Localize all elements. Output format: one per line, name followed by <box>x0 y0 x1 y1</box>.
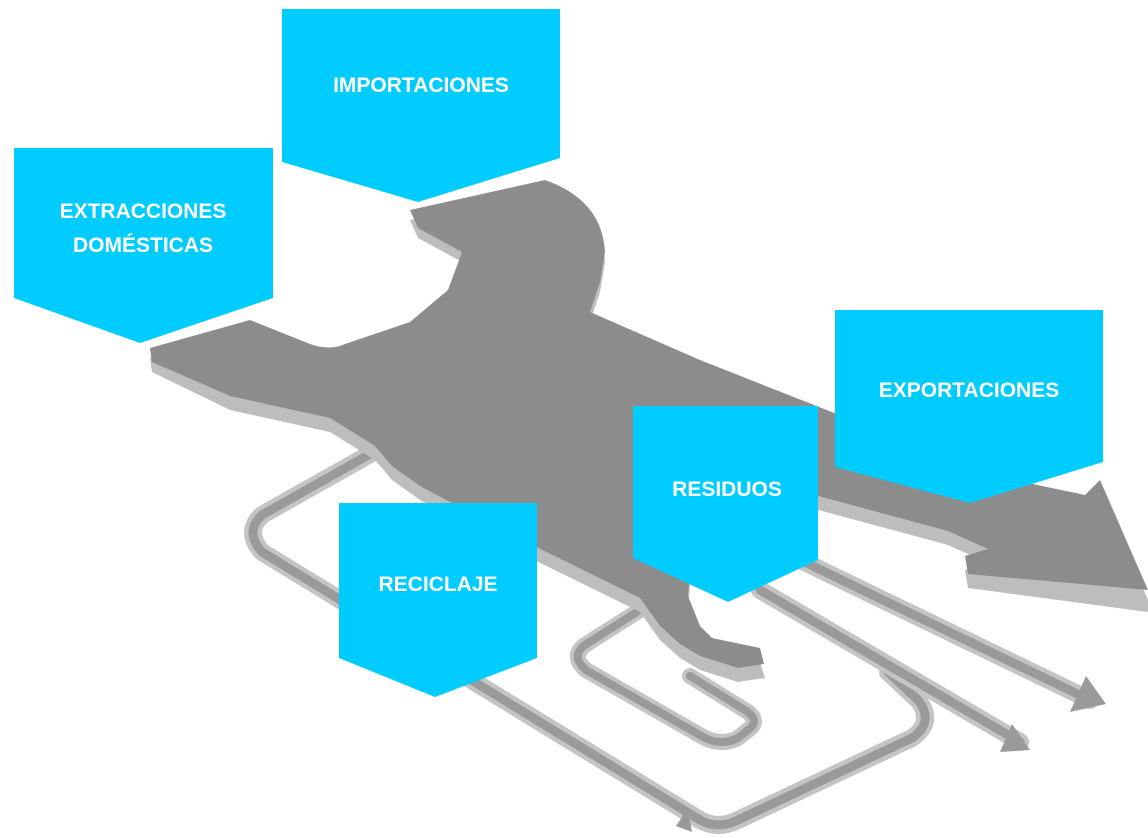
label-residuos: RESIDUOS <box>633 406 818 602</box>
exportaciones-box <box>835 310 1103 503</box>
extracciones-box <box>14 148 273 343</box>
thin-output-arrows <box>751 546 1106 752</box>
label-exportaciones: EXPORTACIONES <box>835 310 1103 503</box>
importaciones-box <box>282 9 560 202</box>
residuos-text: RESIDUOS <box>672 478 782 501</box>
extracciones-text-line2: DOMÉSTICAS <box>73 234 213 257</box>
residuos-box <box>633 406 818 602</box>
reciclaje-box <box>339 503 537 697</box>
importaciones-text: IMPORTACIONES <box>333 74 509 97</box>
extracciones-text-line1: EXTRACCIONES <box>60 200 227 223</box>
recycling-loops <box>244 431 935 834</box>
exportaciones-text: EXPORTACIONES <box>879 379 1059 402</box>
thin-arrow-1-head <box>1000 724 1030 752</box>
outer-loop-arrowhead <box>676 808 692 832</box>
label-importaciones: IMPORTACIONES <box>282 9 560 202</box>
label-reciclaje: RECICLAJE <box>339 503 537 697</box>
label-extracciones-domesticas: EXTRACCIONES DOMÉSTICAS <box>14 148 273 343</box>
thin-arrow-2-head <box>1070 676 1106 712</box>
reciclaje-text: RECICLAJE <box>378 573 497 596</box>
